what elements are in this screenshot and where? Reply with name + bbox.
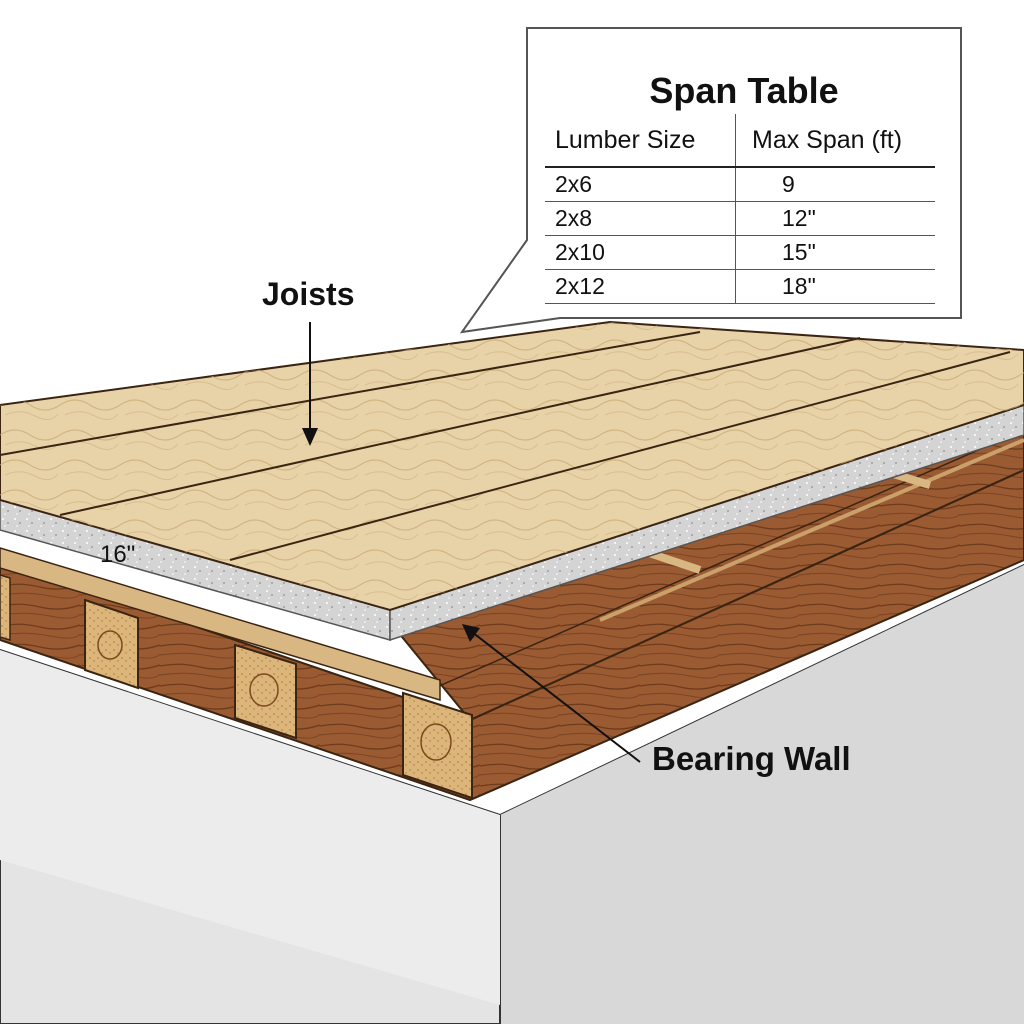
table-row: 2x6 9 <box>545 167 935 202</box>
joists-leader-arrow <box>302 322 318 446</box>
joist-spacing-label: 16" <box>100 541 136 568</box>
joist-end-1 <box>0 574 11 642</box>
max-span-cell: 18" <box>735 269 935 304</box>
joist-end-4 <box>402 691 473 800</box>
lumber-size-cell: 2x10 <box>545 235 736 270</box>
max-span-cell: 12" <box>735 201 935 236</box>
span-table-header-row: Lumber Size Max Span (ft) <box>545 114 935 168</box>
bearing-wall-leader-arrow <box>462 624 641 763</box>
joist-ends <box>0 574 473 800</box>
table-row: 2x10 15" <box>545 235 935 270</box>
subfloor-panels <box>0 320 1024 612</box>
header-lumber-size: Lumber Size <box>545 114 736 168</box>
lumber-size-cell: 2x6 <box>545 167 736 202</box>
max-span-cell: 15" <box>735 235 935 270</box>
header-max-span: Max Span (ft) <box>735 114 935 168</box>
lumber-size-cell: 2x8 <box>545 201 736 236</box>
joists-label: Joists <box>262 276 355 312</box>
bearing-wall-label: Bearing Wall <box>652 740 851 777</box>
span-table-box: Span Table Lumber Size Max Span (ft) 2x6… <box>527 28 961 318</box>
rim-board <box>0 547 441 702</box>
span-table: Lumber Size Max Span (ft) 2x6 9 2x8 12" … <box>545 114 935 304</box>
max-span-cell: 9 <box>735 167 935 202</box>
table-row: 2x12 18" <box>545 269 935 304</box>
span-table-title: Span Table <box>649 70 839 111</box>
table-row: 2x8 12" <box>545 201 935 236</box>
concrete-foundation <box>0 563 1024 1024</box>
lumber-size-cell: 2x12 <box>545 269 736 304</box>
joist-end-2 <box>84 598 139 690</box>
joist-end-3 <box>234 643 297 740</box>
